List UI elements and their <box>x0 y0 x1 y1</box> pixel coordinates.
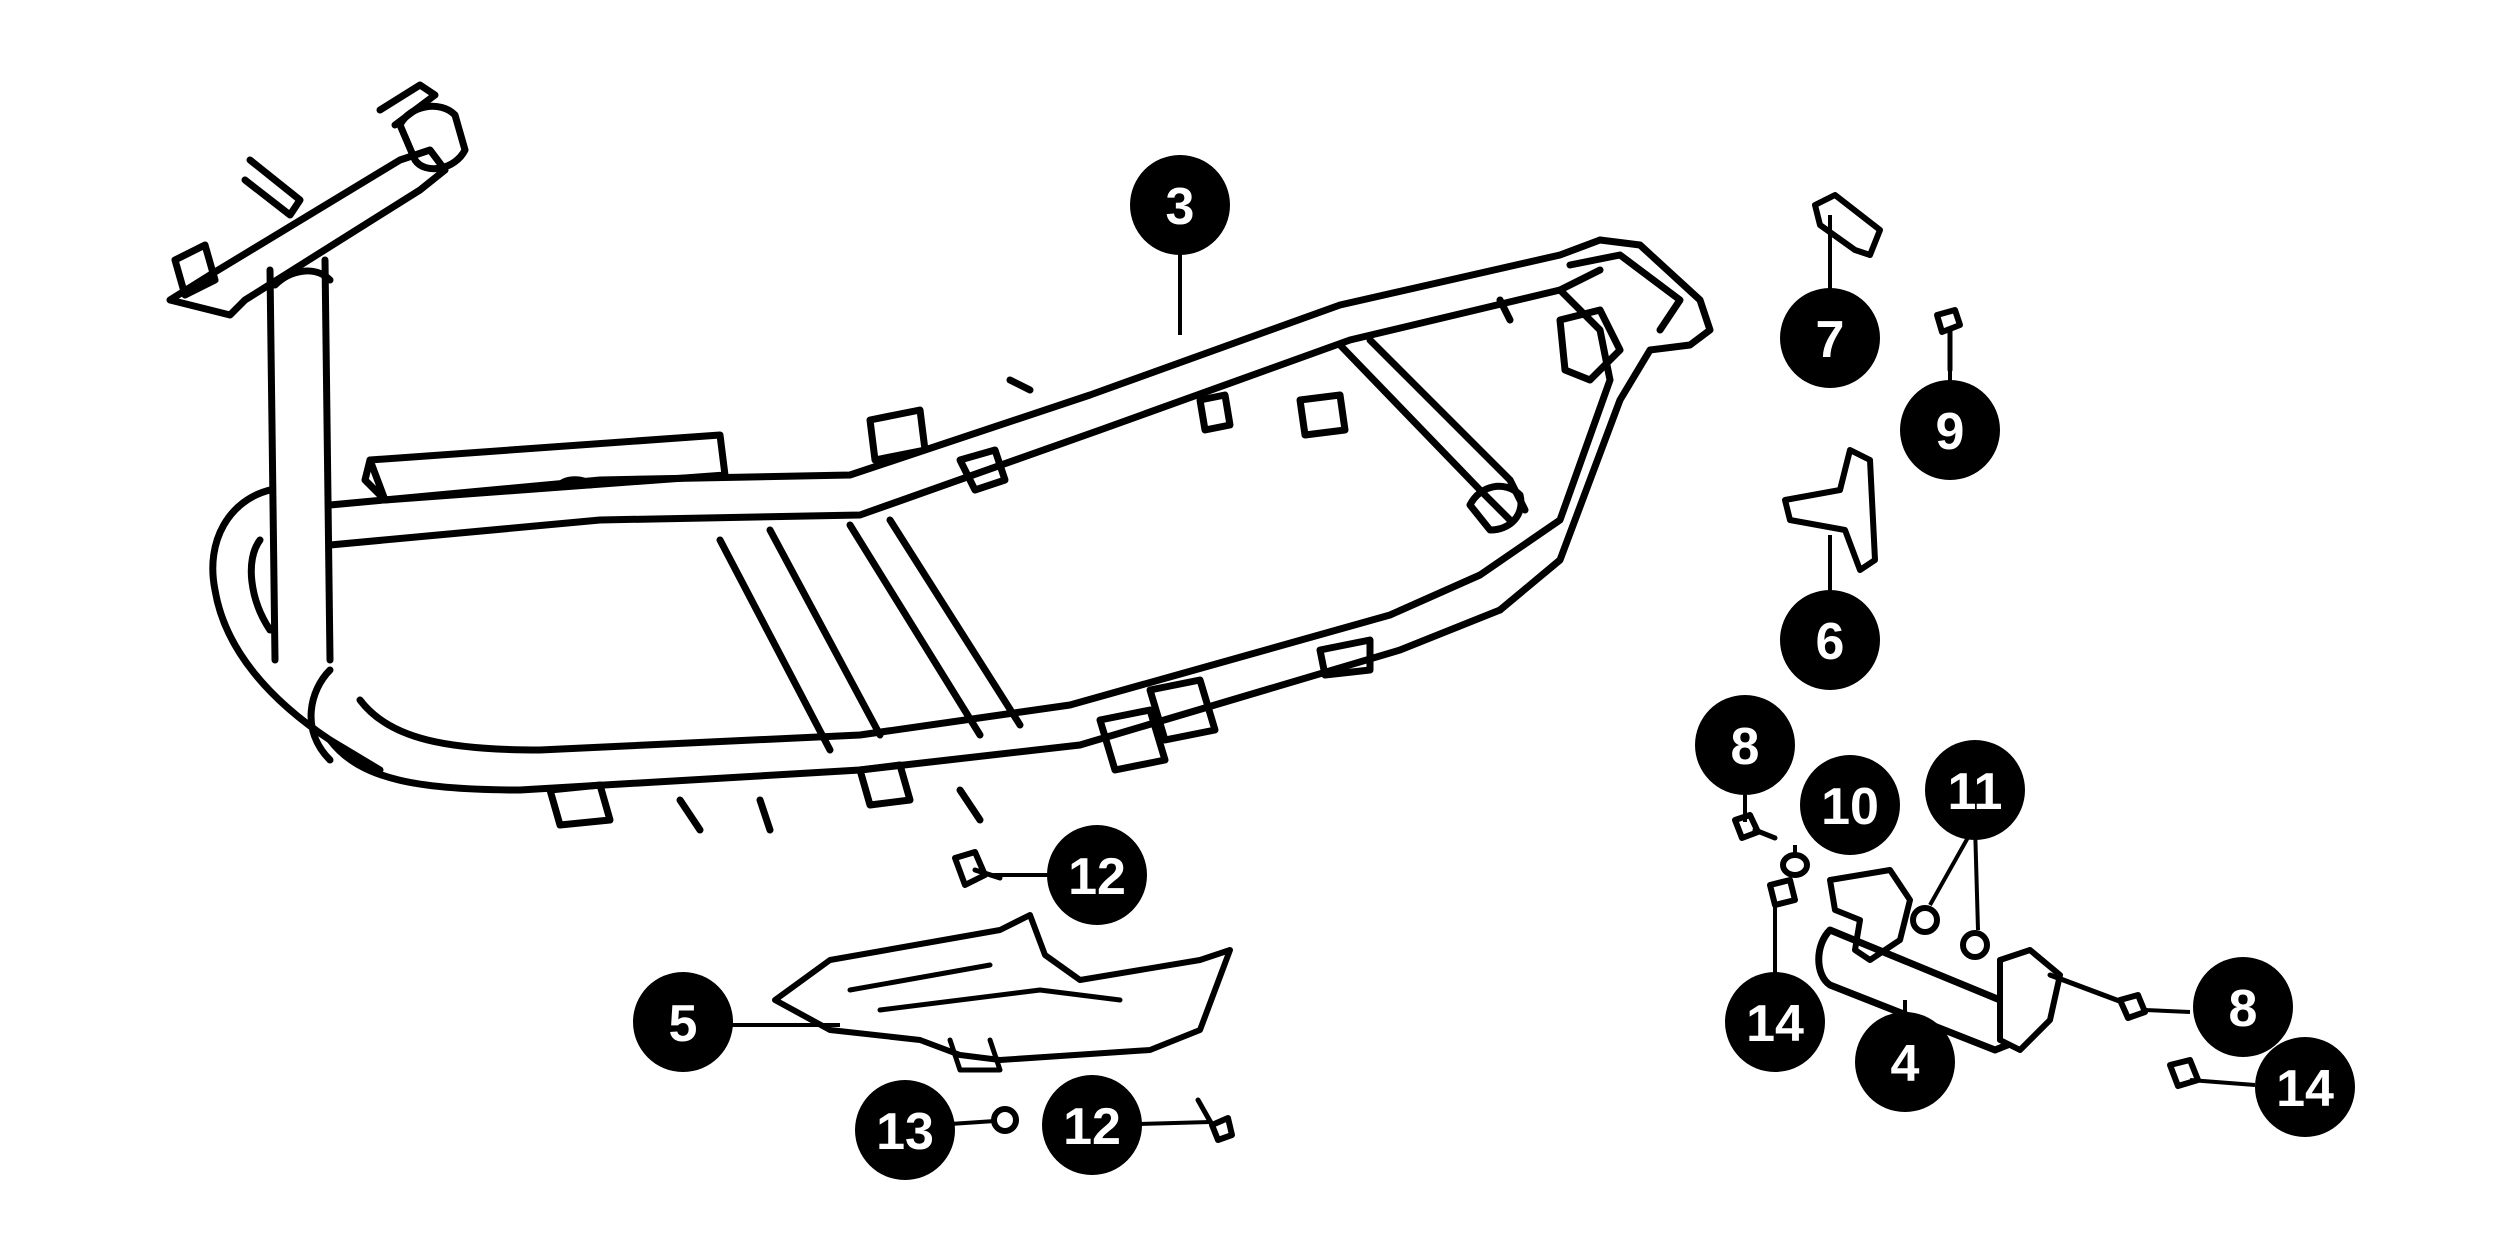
callout-12-lower: 12 <box>1042 1075 1142 1175</box>
callout-4: 4 <box>1855 1012 1955 1112</box>
callout-3: 3 <box>1130 155 1230 255</box>
under-plate-part-5 <box>772 912 1233 1073</box>
bracket-part-7 <box>1812 192 1883 258</box>
frame-part-3 <box>166 81 1714 834</box>
bolt-part-12-lower <box>1195 1097 1235 1143</box>
washer-part-10 <box>1780 852 1810 878</box>
bolt-part-12-upper <box>952 849 1003 888</box>
callout-8-right: 8 <box>2193 957 2293 1057</box>
callout-13-label: 13 <box>876 1103 934 1161</box>
callout-14-left-label: 14 <box>1746 995 1804 1053</box>
callout-10-label: 10 <box>1821 778 1879 836</box>
callout-6-label: 6 <box>1816 613 1845 671</box>
callout-14-left: 14 <box>1725 972 1825 1072</box>
callout-12-upper-label: 12 <box>1068 848 1126 906</box>
callout-6: 6 <box>1780 590 1880 690</box>
callout-4-label: 4 <box>1891 1035 1920 1093</box>
callout-11: 11 <box>1925 740 2025 840</box>
bolt-part-9 <box>1934 307 1963 373</box>
bracket-part-6 <box>1782 447 1878 573</box>
bolt-part-14-left <box>1767 877 1798 908</box>
bolt-part-8-right <box>2117 992 2148 1021</box>
callout-8-right-label: 8 <box>2229 980 2258 1038</box>
callout-7: 7 <box>1780 288 1880 388</box>
stand-part-4 <box>1815 867 2133 1054</box>
callout-12-lower-label: 12 <box>1063 1098 1121 1156</box>
callout-14-right: 14 <box>2255 1037 2355 1137</box>
callout-14-right-label: 14 <box>2276 1060 2334 1118</box>
nut-part-11 <box>1910 905 1990 960</box>
callout-9: 9 <box>1900 380 2000 480</box>
callout-5-label: 5 <box>669 995 698 1053</box>
callout-12-upper: 12 <box>1047 825 1147 925</box>
callout-10: 10 <box>1800 755 1900 855</box>
callout-5: 5 <box>633 972 733 1072</box>
callout-13: 13 <box>855 1080 955 1180</box>
callout-9-label: 9 <box>1936 403 1965 461</box>
callout-8-left-label: 8 <box>1731 718 1760 776</box>
bolt-part-8-left <box>1732 812 1778 841</box>
nut-part-13 <box>991 1106 1019 1134</box>
callout-11-label: 11 <box>1948 763 2003 821</box>
callout-7-label: 7 <box>1816 311 1845 369</box>
callout-3-label: 3 <box>1166 178 1195 236</box>
callout-8-left: 8 <box>1695 695 1795 795</box>
